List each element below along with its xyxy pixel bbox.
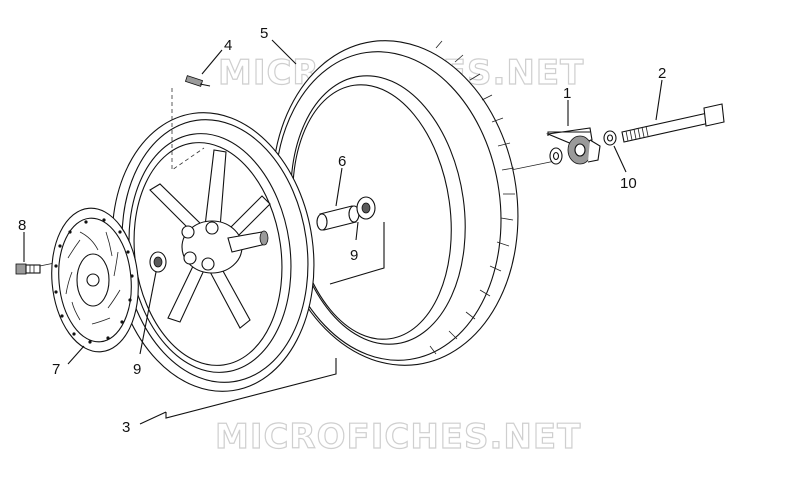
callout-9-right: 9 bbox=[350, 247, 358, 264]
callout-8: 8 bbox=[18, 217, 26, 234]
callout-10: 10 bbox=[620, 175, 637, 192]
wheel-axle bbox=[621, 103, 725, 143]
brake-disc bbox=[51, 207, 139, 353]
tire bbox=[271, 40, 519, 366]
valve-stem bbox=[184, 75, 211, 87]
callout-5: 5 bbox=[260, 25, 268, 42]
callout-1: 1 bbox=[563, 85, 571, 102]
speedo-drive bbox=[545, 127, 601, 165]
watermark-bottom: MICROFICHES.NET bbox=[215, 417, 581, 457]
callout-3: 3 bbox=[122, 419, 130, 436]
tire-tread bbox=[429, 40, 515, 355]
callout-6: 6 bbox=[338, 153, 346, 170]
washer bbox=[603, 130, 617, 146]
callout-2: 2 bbox=[658, 65, 666, 82]
disc-vents bbox=[65, 231, 121, 325]
callout-4: 4 bbox=[224, 37, 232, 54]
callout-7: 7 bbox=[52, 361, 60, 378]
bearing-right bbox=[356, 196, 376, 220]
spacer-tube bbox=[316, 205, 360, 231]
callout-9-left: 9 bbox=[133, 361, 141, 378]
disc-holes bbox=[54, 218, 134, 344]
disc-bolt bbox=[15, 263, 41, 275]
wheel-rim bbox=[111, 112, 315, 392]
bearing-left bbox=[149, 251, 167, 273]
leader-lines bbox=[23, 39, 663, 425]
valve-guide-dashed bbox=[171, 88, 205, 171]
